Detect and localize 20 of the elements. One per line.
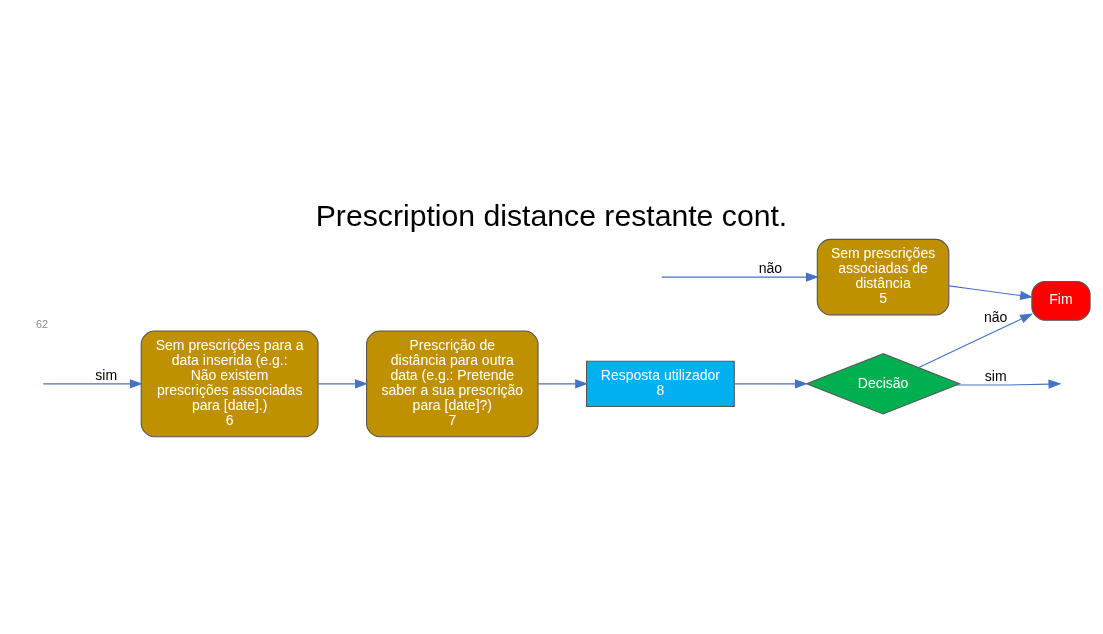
- node-box: Fim: [1031, 280, 1091, 321]
- edge-label: não: [984, 308, 1008, 325]
- edge-label: sim: [984, 368, 1007, 385]
- arrow: [948, 285, 1034, 300]
- arrow: [42, 379, 143, 389]
- node-box: Resposta utilizador 8: [586, 360, 735, 408]
- node-box: Prescrição de distância para outra data (e.g.: Pretende saber a sua prescrição para [date]?) 7: [366, 330, 539, 438]
- arrow: [956, 379, 1062, 389]
- arrow: [661, 272, 819, 282]
- arrow: [918, 313, 1034, 368]
- node-box: Sem prescrições associadas de distância 5: [816, 238, 950, 316]
- edge-label: sim: [95, 366, 118, 383]
- arrow: [317, 379, 368, 389]
- arrow: [537, 379, 589, 389]
- node-diamond: Decisão: [805, 353, 962, 415]
- diagram-title: Prescription distance restante cont.: [315, 198, 788, 232]
- edge-label: não: [758, 260, 783, 277]
- label: 62: [36, 318, 49, 331]
- node-box: Sem prescrições para a data inserida (e.g.: Não existem prescrições associadas para [date].) 6: [140, 330, 319, 438]
- arrow: [733, 379, 808, 389]
